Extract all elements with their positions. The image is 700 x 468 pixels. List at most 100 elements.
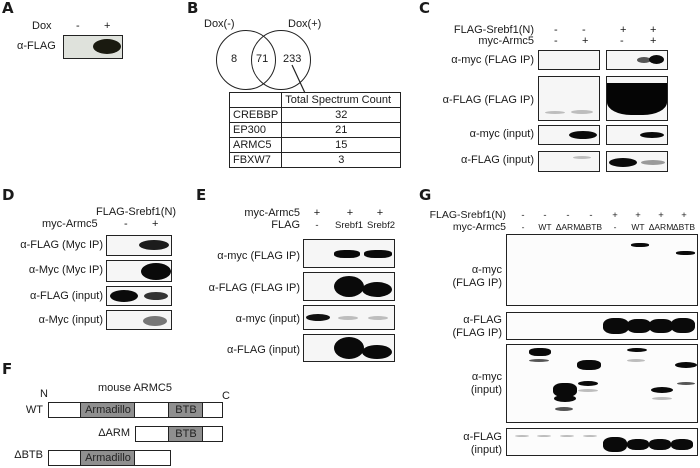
domain-linker (135, 426, 170, 442)
band (545, 111, 565, 114)
blot-c-flag-input-left (538, 151, 600, 172)
row-label-line1: α-myc (471, 371, 502, 383)
band (627, 348, 647, 352)
domain-linker (202, 426, 223, 442)
table-header-empty (228, 92, 283, 108)
condition-label-myc-armc5: myc-Armc5 (478, 35, 534, 47)
spectrum-count: 15 (281, 137, 402, 153)
blot-c-myc-input-left (538, 125, 600, 145)
table-row: CREBBP 32 (228, 107, 402, 123)
row-label: α-myc (FLAG IP) (451, 54, 534, 66)
domain-armadillo: Armadillo (80, 450, 136, 466)
band (649, 319, 673, 333)
band (671, 318, 695, 333)
row-label-line2: (input) (470, 444, 502, 456)
lane-sign: + (635, 210, 641, 221)
blot-d-myc-input (106, 310, 172, 330)
band (515, 435, 529, 437)
protein-name: EP300 (228, 122, 283, 138)
condition-label-myc-armc5: myc-Armc5 (42, 218, 98, 230)
lane-label: WT (631, 222, 645, 232)
blot-c-myc-ip-right (606, 50, 668, 70)
blot-e-myc-input (303, 305, 395, 330)
venn-left-only-count: 8 (231, 53, 238, 65)
lane-label: Srebf2 (367, 220, 395, 231)
condition-label-flag: FLAG (271, 219, 300, 231)
lane-sign: - (566, 210, 570, 221)
blot-d-myc-myc-ip (106, 260, 172, 282)
table-row: ARMC5 15 (228, 137, 402, 153)
band (649, 439, 671, 450)
panel-e-letter: E (196, 186, 207, 204)
lane-sign: - (554, 35, 558, 47)
row-label-line1: α-FLAG (463, 431, 502, 443)
construct-label-delta-btb: ΔBTB (14, 449, 43, 461)
band (93, 39, 121, 54)
band (637, 57, 651, 63)
western-blot-a (63, 35, 123, 59)
band (554, 395, 576, 402)
band (560, 435, 574, 437)
protein-name: CREBBP (228, 107, 283, 123)
band (627, 359, 645, 362)
lane-sign: - (582, 24, 586, 36)
row-label: α-myc (FLAG IP) (217, 250, 300, 262)
lane-sign: - (589, 210, 593, 221)
venn-left-label: Dox(-) (204, 18, 235, 30)
domain-btb: BTB (168, 426, 204, 442)
row-label-line1: α-myc (471, 264, 502, 276)
spectrum-count: 32 (281, 107, 402, 123)
lane-label: ΔARM (648, 222, 674, 232)
band (671, 439, 693, 450)
band (578, 389, 598, 392)
band (139, 240, 169, 250)
band (364, 250, 392, 258)
header-flag-srebf1: FLAG-Srebf1(N) (96, 206, 177, 218)
row-label: α-myc (input) (469, 128, 534, 140)
condition-label-flag-srebf1: FLAG-Srebf1(N) (429, 209, 506, 221)
domain-linker (202, 402, 223, 418)
band (555, 407, 573, 411)
lane-label: ΔBTB (579, 222, 603, 232)
row-label: α-FLAG (Myc IP) (20, 239, 103, 251)
lane-sign: + (650, 35, 657, 47)
row-label: α-FLAG (input) (227, 344, 300, 356)
lane-sign: + (346, 207, 354, 219)
lane-sign: + (612, 210, 618, 221)
band (607, 83, 667, 115)
venn-right-only-count: 233 (283, 53, 302, 65)
domain-linker (134, 450, 171, 466)
callout-line (291, 64, 306, 94)
lane-sign: + (313, 207, 321, 219)
lane-label: Srebf1 (335, 220, 363, 231)
band (603, 318, 629, 334)
lane-sign: - (543, 210, 547, 221)
domain-armadillo: Armadillo (80, 402, 136, 418)
band (569, 131, 597, 139)
blot-g-flag-flag-ip (506, 312, 698, 340)
band (571, 110, 593, 114)
row-label: α-FLAG (input) (461, 154, 534, 166)
row-label: α-myc (input) (235, 313, 300, 325)
condition-label-myc-armc5: myc-Armc5 (452, 221, 506, 233)
construct-label-delta-arm: ΔARM (98, 427, 130, 439)
lane-sign: - (554, 24, 558, 36)
lane-sign: + (582, 35, 589, 47)
table-row: FBXW7 3 (228, 152, 402, 168)
blot-g-flag-input (506, 428, 698, 456)
condition-label-myc-armc5: myc-Armc5 (244, 207, 300, 219)
construct-label-wt: WT (25, 404, 43, 416)
band (573, 156, 591, 159)
condition-label-flag-srebf1: FLAG-Srebf1(N) (453, 24, 534, 36)
spectrum-count: 21 (281, 122, 402, 138)
band (652, 397, 672, 400)
blot-d-flag-input (106, 286, 172, 306)
domain-linker (48, 450, 82, 466)
band (676, 251, 695, 255)
lane-2-sign: + (104, 20, 111, 32)
lane-label: - (315, 220, 319, 231)
lane-sign: + (376, 207, 384, 219)
row-label-line2: (input) (470, 384, 502, 396)
band (651, 387, 673, 393)
lane-sign: + (152, 218, 159, 230)
